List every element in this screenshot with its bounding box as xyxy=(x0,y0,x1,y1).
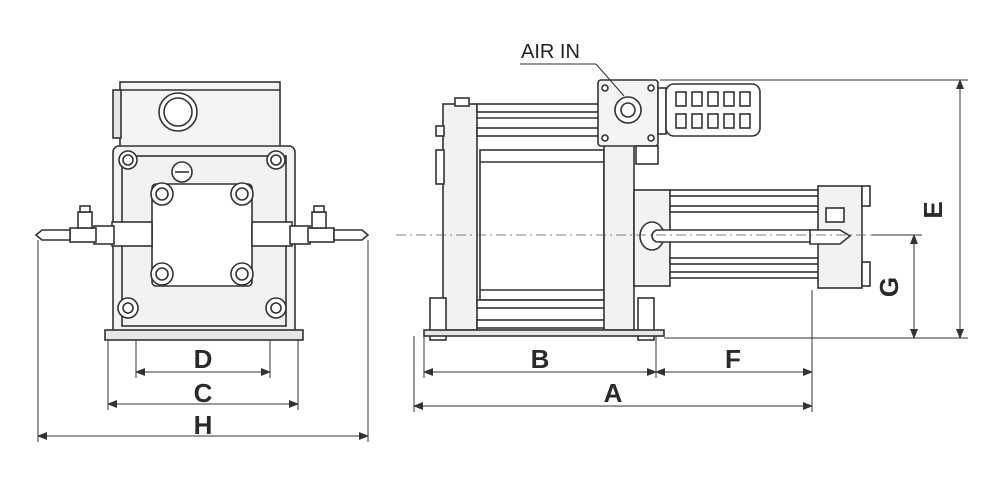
side-view xyxy=(423,79,871,341)
flange-bolt-icon xyxy=(150,182,254,286)
front-base-plate xyxy=(104,329,304,341)
left-end-cap xyxy=(442,103,478,331)
dimension-label-b: B xyxy=(531,344,550,374)
dimension-label-a: A xyxy=(604,378,623,408)
dimension-label-h: H xyxy=(194,410,213,440)
front-view xyxy=(34,81,370,341)
dimension-label-e: E xyxy=(918,201,948,218)
air-cylinder xyxy=(479,149,605,301)
right-outlet-fitting xyxy=(307,205,370,243)
dimension-label-f: F xyxy=(725,344,741,374)
side-dimensions xyxy=(413,79,968,412)
pump-rod xyxy=(651,229,821,243)
corner-bolt-icon xyxy=(117,150,287,319)
muffler-icon xyxy=(665,83,761,137)
dimension-label-c: C xyxy=(194,378,213,408)
dimension-label-d: D xyxy=(194,344,213,374)
left-outlet-fitting xyxy=(34,205,97,243)
air-in-callout xyxy=(520,63,625,97)
air-in-label: AIR IN xyxy=(521,41,580,63)
air-drive-housing xyxy=(119,81,281,149)
dimension-label-g: G xyxy=(874,277,904,297)
front-dimensions xyxy=(37,240,369,442)
